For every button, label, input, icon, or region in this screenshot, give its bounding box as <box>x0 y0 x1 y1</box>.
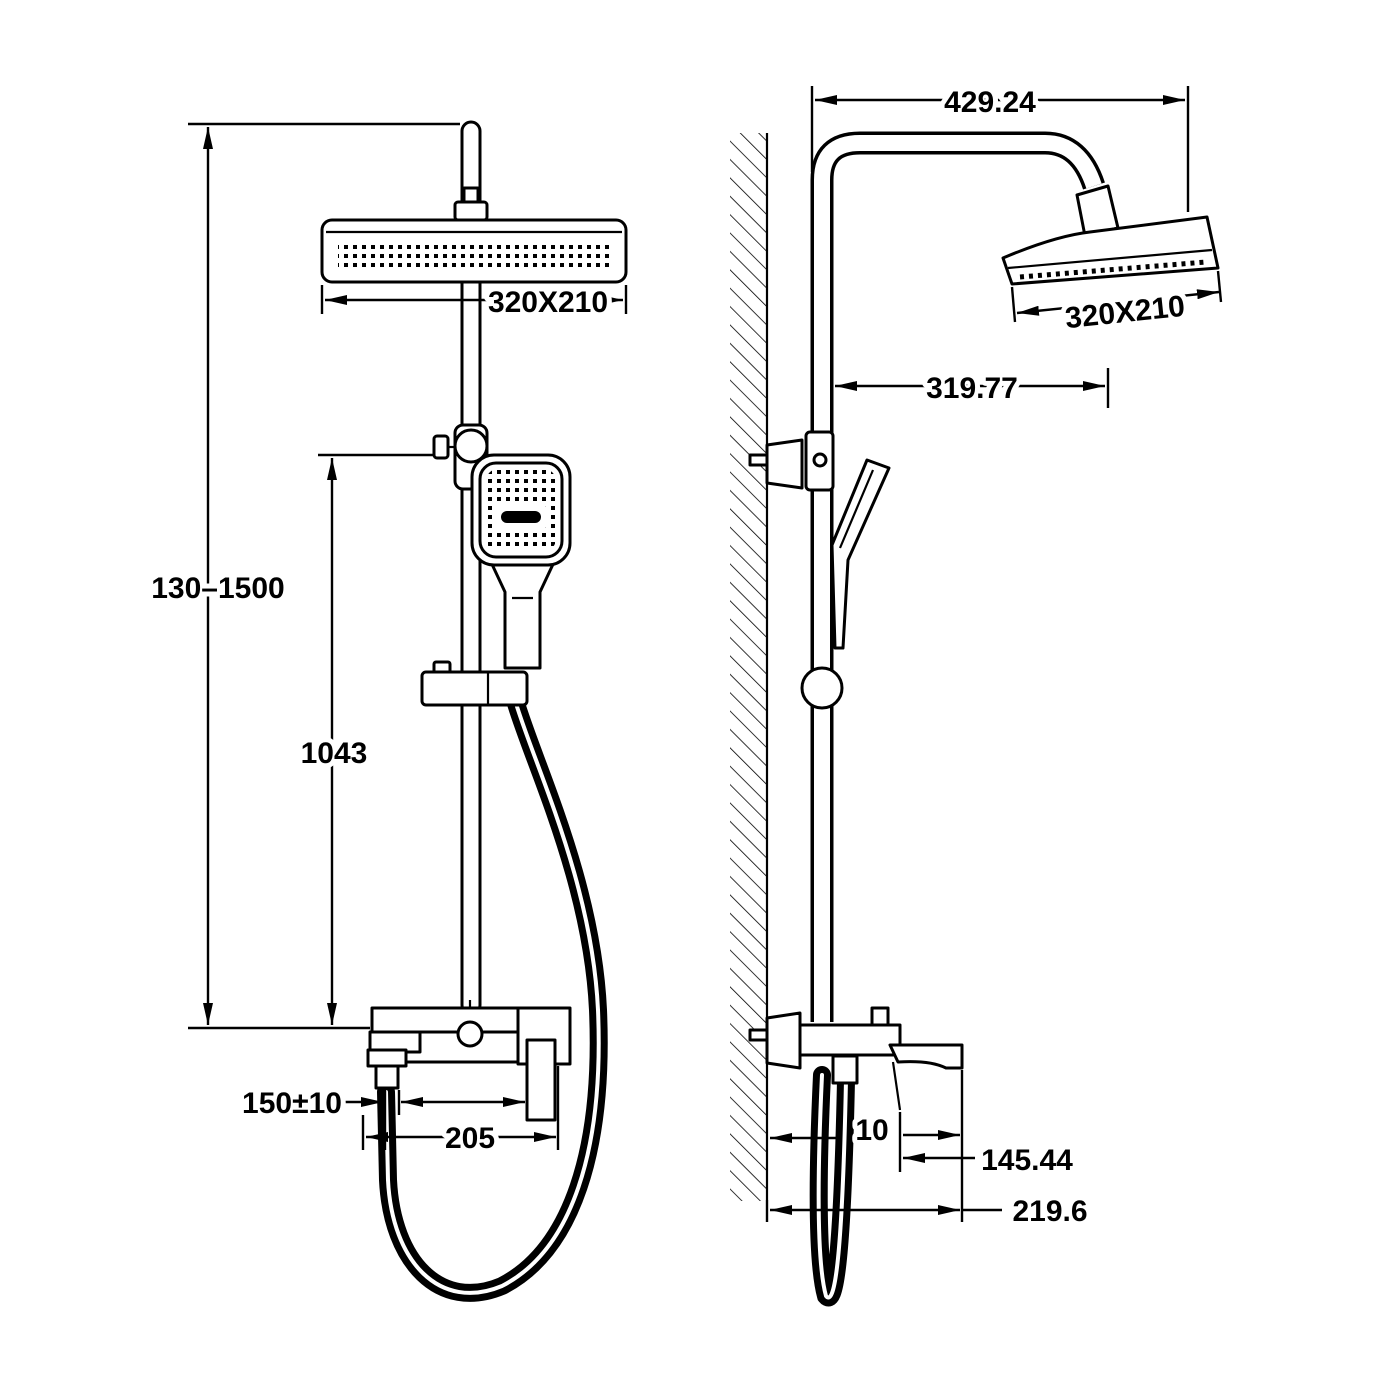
upper-bracket-screw <box>812 452 828 468</box>
upper-bracket-base <box>765 438 804 490</box>
front-dimensions: 320X210 130–1500 1043 150±10 205 <box>146 122 628 1160</box>
arm-collar <box>462 186 480 204</box>
side-mixer-body <box>798 1023 902 1057</box>
side-spout <box>888 1043 964 1070</box>
wall-clearance-label: 10 <box>855 1114 888 1147</box>
rain-head-size-label: 320X210 <box>488 286 608 319</box>
hand-shower <box>470 453 572 670</box>
side-mixer-lever <box>891 1061 902 1111</box>
inlet-connector <box>366 1048 408 1068</box>
upper-bracket-pin <box>748 453 769 467</box>
side-rain-shower-head <box>1001 215 1220 286</box>
inlet-centers-label: 150±10 <box>242 1087 342 1120</box>
slider <box>420 660 529 707</box>
spout-reach-label: 145.44 <box>981 1144 1073 1177</box>
side-view: 429.24 320X210 319.77 10 145.44 219.6 <box>730 81 1223 1307</box>
inlet-nut <box>374 1064 400 1090</box>
side-slider <box>800 666 844 710</box>
ext-line-side-head-left <box>1010 286 1017 323</box>
mixer-width-label: 205 <box>445 1122 495 1155</box>
mixer-knob <box>456 1020 484 1048</box>
head-offset-label: 319.77 <box>926 372 1018 405</box>
wall-hatch <box>730 133 766 1201</box>
rain-head-nozzles <box>338 241 610 272</box>
side-hose-connector <box>831 1054 859 1085</box>
side-hose <box>809 1066 855 1307</box>
hand-shower-handle <box>488 558 557 670</box>
arm-projection-label: 429.24 <box>944 86 1036 119</box>
head-connector <box>453 200 489 222</box>
side-mixer <box>748 1006 964 1111</box>
upper-wall-bracket <box>748 430 835 492</box>
side-hand-shower-body <box>830 458 891 650</box>
spray-selector-slot <box>501 511 541 523</box>
side-hand-shower <box>830 458 891 650</box>
side-rain-head-size-label: 320X210 <box>1064 290 1187 335</box>
front-view: 320X210 130–1500 1043 150±10 205 <box>146 120 628 1302</box>
lower-bracket-pin <box>748 1028 769 1042</box>
shower-arm <box>810 131 1105 1022</box>
side-rain-head-edge <box>1007 248 1213 270</box>
side-mixer-top-pin <box>870 1006 890 1028</box>
thermostatic-mixer <box>366 1000 572 1122</box>
front-hose <box>377 691 608 1302</box>
lower-bracket-base <box>765 1011 802 1070</box>
holder-lever <box>432 434 450 460</box>
ext-line-side-head-right <box>1216 270 1223 303</box>
side-head-size-dim-line <box>1016 289 1220 316</box>
slider-body <box>420 670 529 707</box>
side-rain-head-nozzles <box>1019 259 1207 280</box>
mixer-lever <box>525 1038 557 1122</box>
height-range-label: 130–1500 <box>151 572 284 605</box>
rain-shower-head <box>320 218 628 284</box>
holder-height-label: 1043 <box>301 737 368 770</box>
side-hand-shower-line <box>838 469 875 549</box>
overall-depth-label: 219.6 <box>1012 1195 1087 1228</box>
